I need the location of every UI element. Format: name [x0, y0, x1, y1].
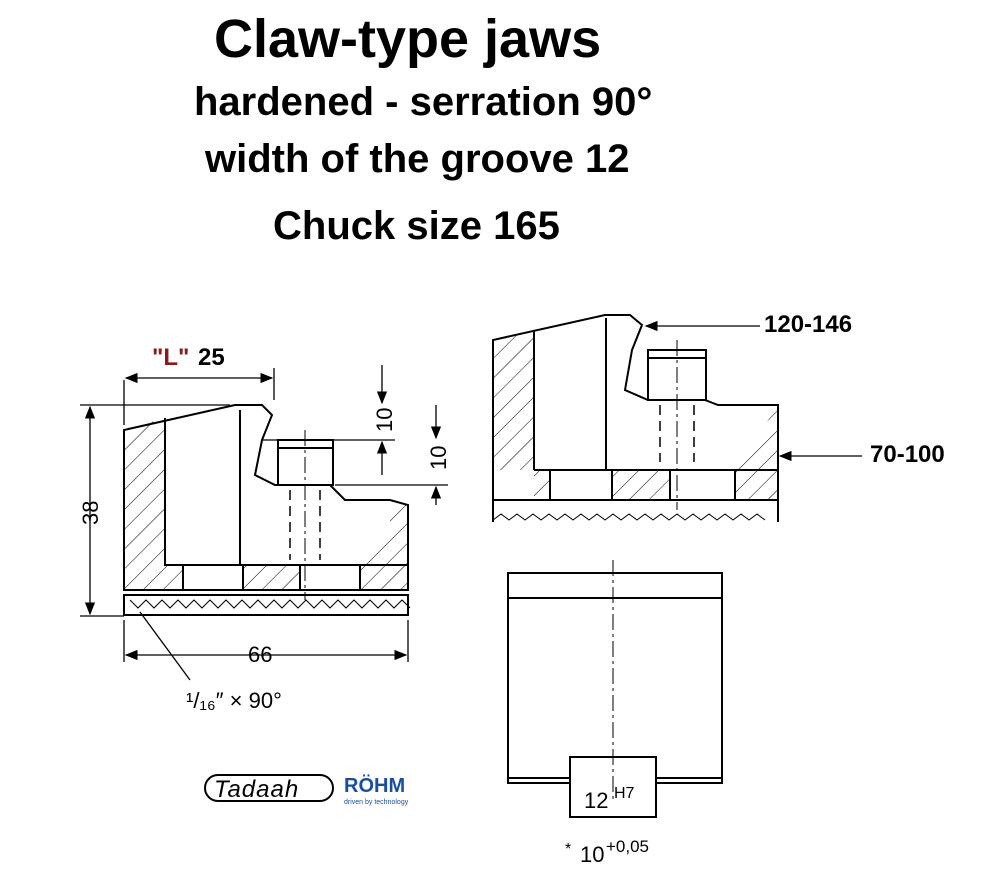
svg-text:RÖHM: RÖHM — [344, 774, 405, 797]
main-title: Claw-type jaws — [214, 9, 602, 69]
key-size-tolerance: +0,05 — [606, 837, 649, 856]
range-upper: 120-146 — [764, 311, 852, 338]
groove-fit-tolerance: H7 — [614, 785, 635, 802]
side-view-dimensions — [80, 365, 448, 681]
groove-fit: 12 — [584, 788, 608, 813]
width-value: 66 — [248, 642, 272, 667]
subtitle-hardened: hardened - serration 90° — [194, 80, 653, 124]
svg-text:Tadaah: Tadaah — [214, 776, 299, 803]
key-size: 10 — [580, 842, 604, 867]
step-side-value: 10 — [426, 446, 451, 470]
chamfer-value: ¹/₁₆″ × 90° — [186, 688, 282, 713]
subtitle-groove-width: width of the groove 12 — [205, 137, 630, 181]
subtitle-chuck-size: Chuck size 165 — [273, 204, 560, 248]
side-view — [123, 404, 411, 616]
tadaah-logo: Tadaah — [204, 774, 334, 803]
svg-text:driven by technology: driven by technology — [344, 799, 409, 806]
key-size-marker: * — [565, 841, 571, 858]
length-label: "L" — [152, 344, 189, 371]
step-top-value: 10 — [372, 408, 397, 432]
top-view — [507, 560, 723, 818]
front-view-dimensions — [644, 320, 862, 462]
length-value: 25 — [198, 344, 225, 371]
rohm-logo: RÖHM driven by technology — [344, 774, 409, 806]
height-value: 38 — [78, 501, 103, 525]
front-view — [492, 314, 779, 522]
range-lower: 70-100 — [870, 441, 945, 468]
